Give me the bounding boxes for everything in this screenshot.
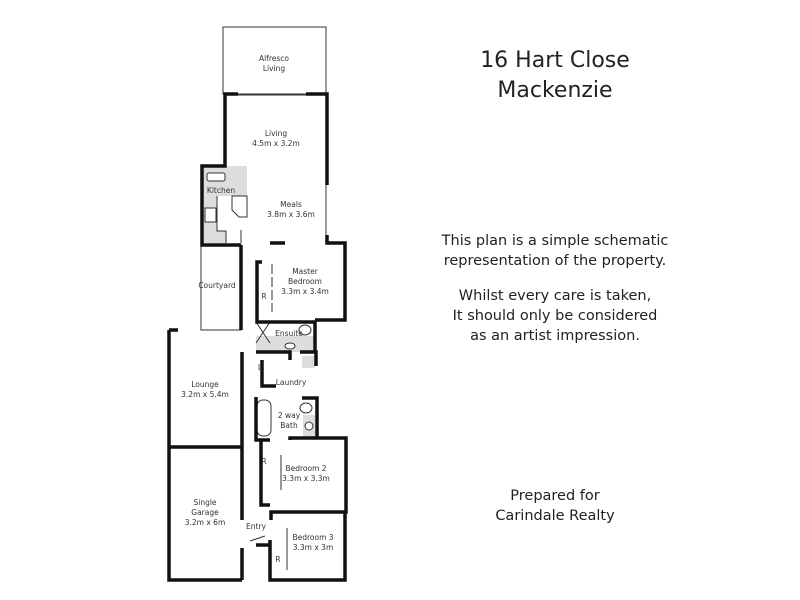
fixtures (204, 172, 314, 431)
robe-label: R (261, 292, 266, 301)
walls (167, 92, 348, 582)
robe-label: R (275, 555, 280, 564)
bedroom3-size: 3.3m x 3m (293, 543, 334, 552)
linen-label: L (258, 363, 263, 372)
garage-label: Garage (191, 508, 219, 517)
disclaimer-line: It should only be considered (452, 308, 658, 324)
bath-label: 2 way (278, 411, 301, 420)
master-label: Bedroom (288, 277, 322, 286)
bedroom2-label: Bedroom 2 (285, 464, 326, 473)
basin-icon (304, 421, 314, 431)
meals-label: Meals (280, 200, 302, 209)
prepared-for: Prepared for Carindale Realty (400, 486, 710, 526)
disclaimer-line: representation of the property. (443, 253, 667, 269)
robe-label: R (261, 457, 266, 466)
alfresco-outline (222, 26, 327, 95)
kitchen-label: Kitchen (207, 186, 235, 195)
prepared-line: Prepared for (510, 488, 600, 504)
courtyard-label: Courtyard (198, 281, 236, 290)
property-title: 16 Hart Close Mackenzie (400, 46, 710, 106)
living-label: Living (265, 129, 288, 138)
garage-label: Single (193, 498, 216, 507)
bath-label: Bath (280, 421, 298, 430)
suburb-line: Mackenzie (497, 78, 613, 103)
garage-size: 3.2m x 6m (185, 518, 226, 527)
agency-name: Carindale Realty (495, 508, 615, 524)
meals-size: 3.8m x 3.6m (267, 210, 315, 219)
address-line: 16 Hart Close (480, 48, 630, 73)
disclaimer-line: as an artist impression. (470, 328, 640, 344)
alfresco-label: Alfresco (259, 54, 289, 63)
toilet-icon (298, 324, 312, 336)
disclaimer: This plan is a simple schematic represen… (400, 231, 710, 346)
ensuite-label: Ensuite (275, 329, 303, 338)
disclaimer-line: Whilst every care is taken, (458, 288, 652, 304)
laundry-label: Laundry (276, 378, 307, 387)
sink-icon (206, 172, 226, 182)
lounge-size: 3.2m x 5.4m (181, 390, 229, 399)
basin-icon (284, 342, 296, 350)
lounge-label: Lounge (191, 380, 219, 389)
disclaimer-line: This plan is a simple schematic (441, 233, 669, 249)
thin-lines (200, 26, 327, 570)
cooktop-icon (204, 207, 217, 223)
alfresco-label: Living (263, 64, 286, 73)
living-size: 4.5m x 3.2m (252, 139, 300, 148)
room-labels: Alfresco Living Living 4.5m x 3.2m Kitch… (181, 54, 334, 564)
master-label: Master (292, 267, 319, 276)
master-size: 3.3m x 3.4m (281, 287, 329, 296)
bedroom3-label: Bedroom 3 (292, 533, 333, 542)
toilet-icon (299, 402, 313, 414)
bedroom2-size: 3.3m x 3.3m (282, 474, 330, 483)
entry-label: Entry (246, 522, 267, 531)
